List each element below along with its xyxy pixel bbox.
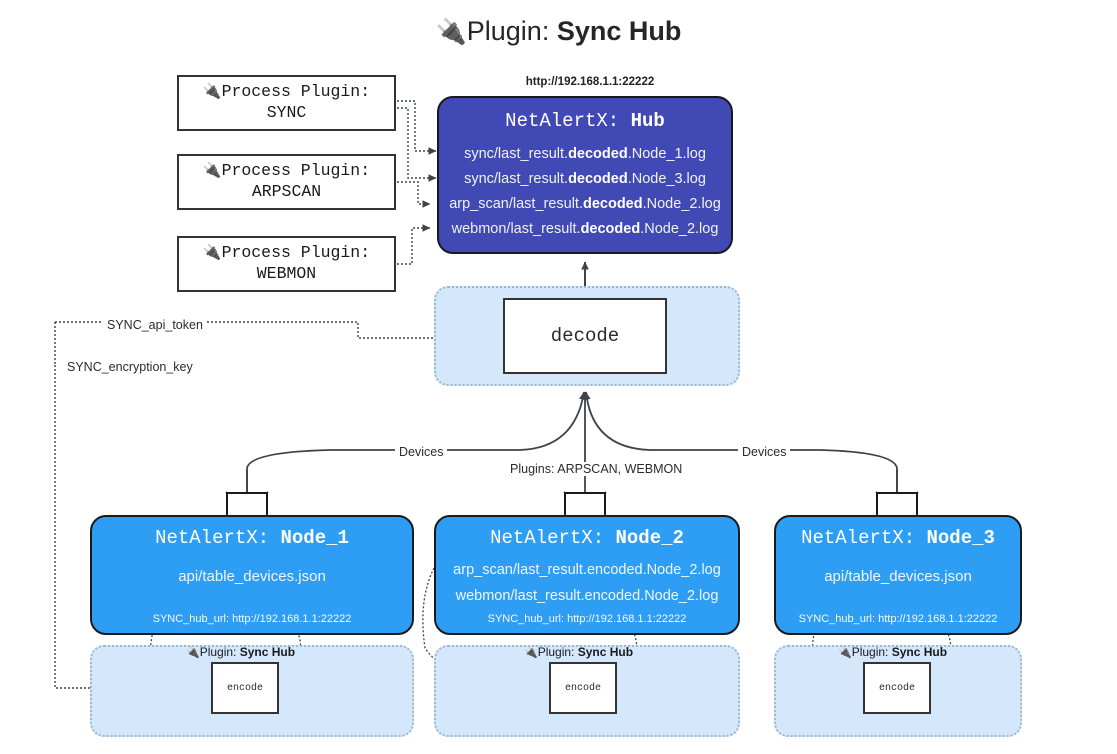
encode-box-node-3[interactable]: encode <box>863 662 931 714</box>
node-line: api/table_devices.json <box>824 568 972 585</box>
hub-log-row: arp_scan/last_result.decoded.Node_2.log <box>449 196 721 212</box>
encode-zone-label-node-3: 🔌Plugin: Sync Hub <box>838 645 948 659</box>
decode-box[interactable]: decode <box>503 298 667 374</box>
edge-node1-to-decode <box>246 391 587 492</box>
page-title-prefix: Plugin: <box>466 16 557 46</box>
node-3-footer: SYNC_hub_url: http://192.168.1.1:22222 <box>798 613 998 625</box>
edge-label-devices-left: Devices <box>395 445 448 459</box>
hub-log-row: sync/last_result.decoded.Node_3.log <box>464 171 706 187</box>
process-plugin-webmon[interactable]: 🔌Process Plugin: WEBMON <box>177 236 396 292</box>
electric-plug-icon: 🔌 <box>202 161 222 180</box>
process-plugin-sync-line2: SYNC <box>266 103 307 122</box>
edge-sync-to-log2 <box>397 107 437 182</box>
node-box-node-2[interactable]: NetAlertX: Node_2 arp_scan/last_result.e… <box>434 515 740 635</box>
encode-box-node-1[interactable]: encode <box>211 662 279 714</box>
electric-plug-icon: 🔌 <box>186 647 200 659</box>
edge-sync-to-log1 <box>397 100 437 155</box>
process-plugin-arpscan-line2: ARPSCAN <box>251 182 322 201</box>
node-box-node-3[interactable]: NetAlertX: Node_3 api/table_devices.json… <box>774 515 1022 635</box>
edge-label-plugins: Plugins: ARPSCAN, WEBMON <box>506 462 687 476</box>
hub-log-list: sync/last_result.decoded.Node_1.log sync… <box>439 142 731 242</box>
electric-plug-icon: 🔌 <box>838 647 852 659</box>
node-2-title: NetAlertX: Node_2 <box>490 527 684 549</box>
electric-plug-icon: 🔌 <box>435 18 467 46</box>
process-plugin-sync-line1: 🔌Process Plugin: <box>202 82 371 102</box>
process-plugin-webmon-line2: WEBMON <box>256 264 317 283</box>
edge-webmon-to-log4 <box>397 224 431 265</box>
process-plugin-arpscan[interactable]: 🔌Process Plugin: ARPSCAN <box>177 154 396 210</box>
edge-label-devices-right: Devices <box>738 445 791 459</box>
node-1-title: NetAlertX: Node_1 <box>155 527 349 549</box>
edge-arpscan-to-log3 <box>397 181 431 208</box>
node-box-node-1[interactable]: NetAlertX: Node_1 api/table_devices.json… <box>90 515 414 635</box>
page-title-name: Sync Hub <box>556 16 682 46</box>
node-line: api/table_devices.json <box>178 568 326 585</box>
process-plugin-arpscan-line1: 🔌Process Plugin: <box>202 161 371 181</box>
edge-node3-to-decode <box>583 391 898 492</box>
hub-url-label: http://192.168.1.1:22222 <box>525 76 655 88</box>
node-2-lines: arp_scan/last_result.encoded.Node_2.log … <box>436 557 738 609</box>
node-3-lines: api/table_devices.json <box>776 564 1020 589</box>
hub-log-row: sync/last_result.decoded.Node_1.log <box>464 146 706 162</box>
electric-plug-icon: 🔌 <box>524 647 538 659</box>
hub-node-box[interactable]: NetAlertX: Hub sync/last_result.decoded.… <box>437 96 733 254</box>
process-plugin-webmon-line1: 🔌Process Plugin: <box>202 243 371 263</box>
electric-plug-icon: 🔌 <box>202 82 222 101</box>
hub-log-row: webmon/last_result.decoded.Node_2.log <box>451 221 719 237</box>
encode-box-node-2[interactable]: encode <box>549 662 617 714</box>
encode-zone-label-node-1: 🔌Plugin: Sync Hub <box>186 645 296 659</box>
encode-zone-label-node-2: 🔌Plugin: Sync Hub <box>524 645 634 659</box>
node-3-title: NetAlertX: Node_3 <box>801 527 995 549</box>
encode-plugin-zone-node-1 <box>90 645 414 737</box>
hub-title: NetAlertX: Hub <box>505 110 665 132</box>
process-plugin-sync[interactable]: 🔌Process Plugin: SYNC <box>177 75 396 131</box>
node-1-footer: SYNC_hub_url: http://192.168.1.1:22222 <box>152 613 352 625</box>
page-title: 🔌Plugin: Sync Hub <box>0 16 1117 47</box>
node-line: arp_scan/last_result.encoded.Node_2.log <box>453 562 721 578</box>
node-2-footer: SYNC_hub_url: http://192.168.1.1:22222 <box>487 613 687 625</box>
node-1-lines: api/table_devices.json <box>92 564 412 589</box>
edge-label-encryption-key: SYNC_encryption_key <box>63 360 197 374</box>
node-line: webmon/last_result.encoded.Node_2.log <box>455 588 719 604</box>
electric-plug-icon: 🔌 <box>202 243 222 262</box>
edge-label-api-token: SYNC_api_token <box>103 318 207 332</box>
